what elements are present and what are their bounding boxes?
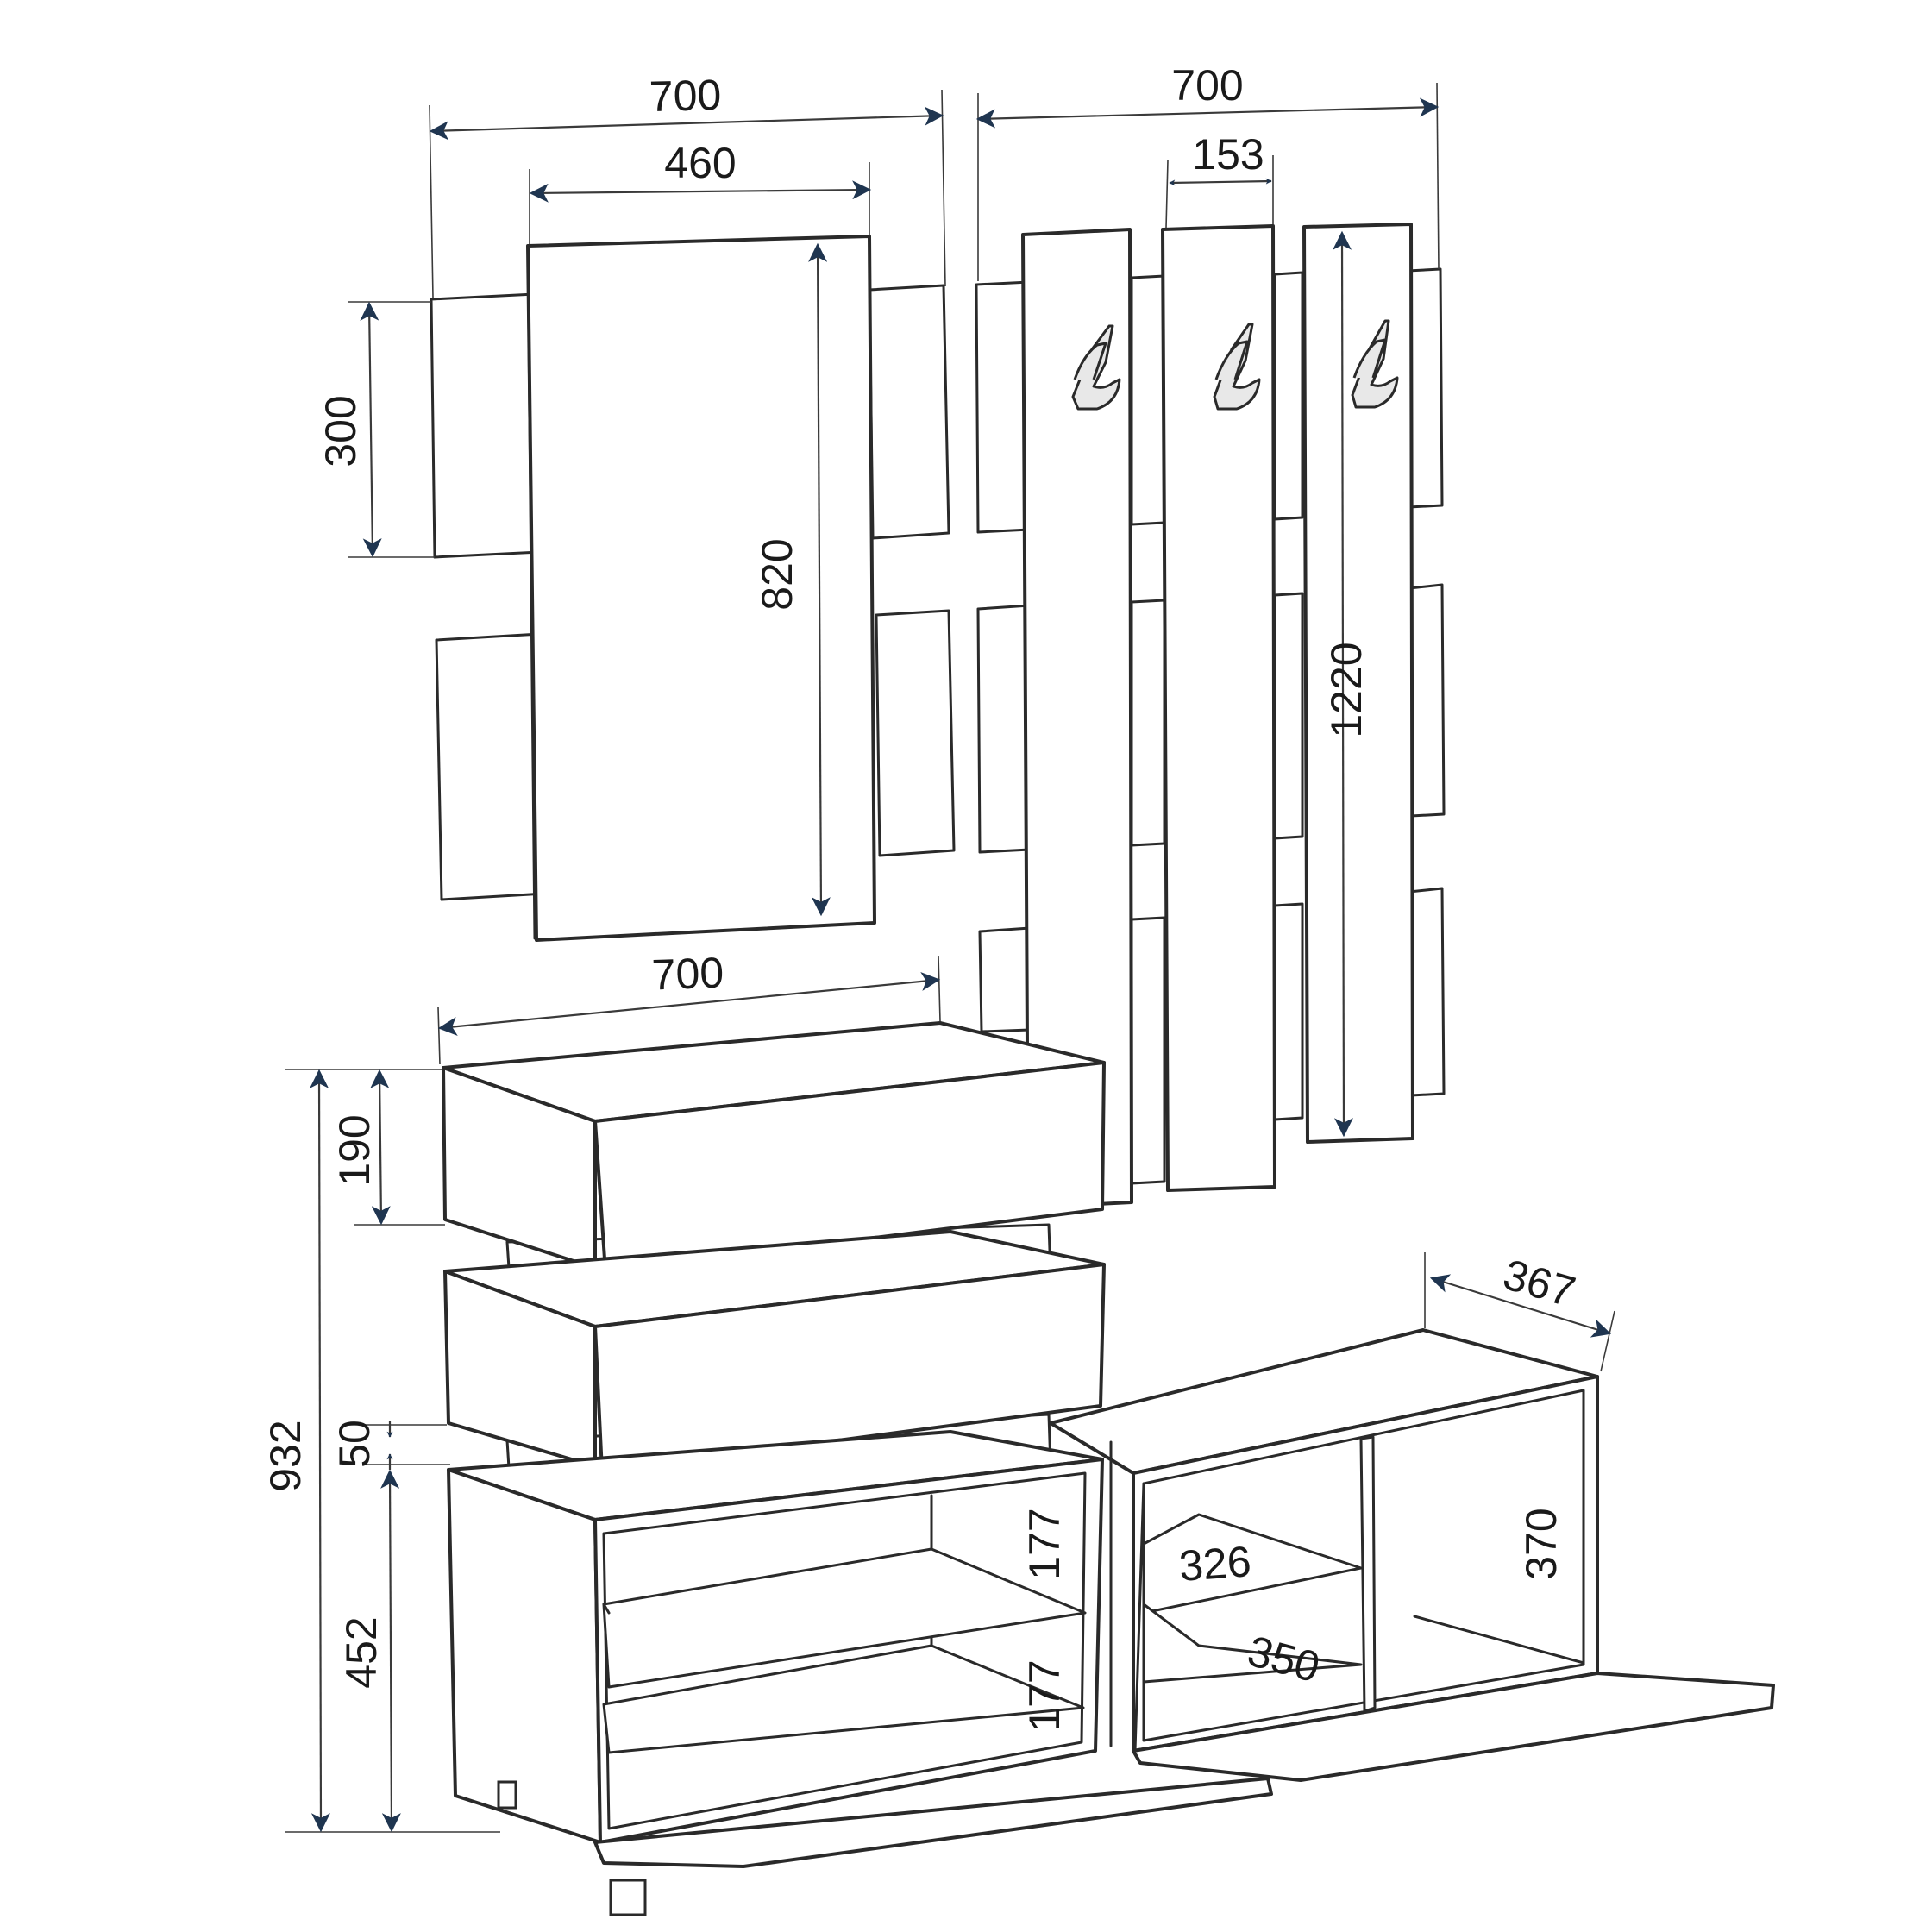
coat-back-bar-2 [976,604,1032,854]
bench-shelf [1142,1513,1363,1615]
coat-back-bar-8 [1273,592,1304,840]
coat-strip-right [1302,223,1414,1144]
coat-hook-icon [1071,324,1121,411]
mirror [526,235,876,942]
dim-arrow [975,97,1440,129]
label-mirror-panel-width: 700 [649,71,722,121]
dim-arrow [1333,230,1353,1138]
dim-arrow [429,106,944,141]
shelf-edge [602,1603,611,1615]
coat-back-bar-5 [1130,599,1166,847]
dimension-labels: 700 460 820 300 700 153 1220 700 932 190… [261,61,1581,1732]
coat-back-bar-9 [1273,902,1304,1121]
dim-arrow [437,971,941,1037]
mirror-panel [430,235,956,942]
cabinet-leg [609,1879,647,1916]
bench [1049,1328,1775,1782]
dim-arrow [1169,178,1272,186]
mirror-back-right-bottom [875,609,956,857]
dim-arrow [1429,1274,1612,1338]
coat-rack-panel [975,223,1446,1209]
label-side-panel-height: 300 [317,395,365,467]
bench-back-edge [1413,1615,1585,1665]
label-mirror-height: 820 [753,538,801,610]
label-shoe-cabinet-height: 452 [337,1616,386,1688]
shoe-shelf-lower [602,1644,1085,1754]
bench-left-edge [1133,1482,1145,1753]
coat-hook-icon [1213,323,1261,411]
bench-flap [1132,1672,1775,1782]
bench-divider [1359,1435,1377,1713]
coat-hook-icon [1351,319,1399,409]
lower-drawer-front [593,1263,1106,1473]
mirror-back-left-bottom [435,632,547,901]
shoe-shelf-upper [602,1547,1087,1689]
label-shelf-lower: 177 [1020,1659,1069,1731]
dim-arrow [310,1069,330,1833]
mirror-back-left-top [430,292,542,559]
label-drawer-height: 190 [330,1114,379,1186]
drawer-shoe-unit [442,1021,1273,1916]
label-coat-panel-width: 700 [1171,61,1243,110]
cabinet-leg [497,1780,518,1810]
dim-arrow [360,301,382,558]
dim-arrow [529,180,872,203]
label-coat-panel-height: 1220 [1322,642,1371,737]
coat-strip-middle [1161,224,1276,1192]
coat-back-bar-11 [1408,583,1446,818]
dim-arrow [370,1069,391,1226]
label-drawer-unit-width: 700 [651,949,724,1000]
label-coat-strip-width: 153 [1192,130,1264,179]
dim-arrow [808,242,831,917]
shoe-cabinet-flap [593,1777,1273,1868]
bench-shelf-lower [1142,1603,1363,1684]
coat-back-bar-12 [1408,887,1446,1097]
coat-back-bar-4 [1130,274,1166,526]
label-shelf-upper: 177 [1020,1508,1069,1579]
upper-drawer-front [593,1061,1106,1273]
mirror-back-right-top [868,284,950,540]
coat-back-bar-6 [1130,916,1166,1185]
shoe-cabinet-side [447,1468,602,1844]
coat-back-bar-3 [978,926,1032,1033]
coat-back-bar-7 [1273,271,1304,521]
label-bench-height: 370 [1517,1508,1565,1579]
dimension-lines [285,82,1615,1833]
label-bench-depth: 367 [1498,1250,1581,1316]
label-bench-inner-width: 326 [1177,1537,1252,1590]
label-drawer-gap: 50 [330,1420,379,1468]
dim-arrow [380,1469,401,1833]
label-total-height: 932 [261,1420,310,1491]
mirror-edge [526,244,536,940]
coat-strip-left [1021,228,1133,1209]
label-mirror-width: 460 [664,139,736,187]
